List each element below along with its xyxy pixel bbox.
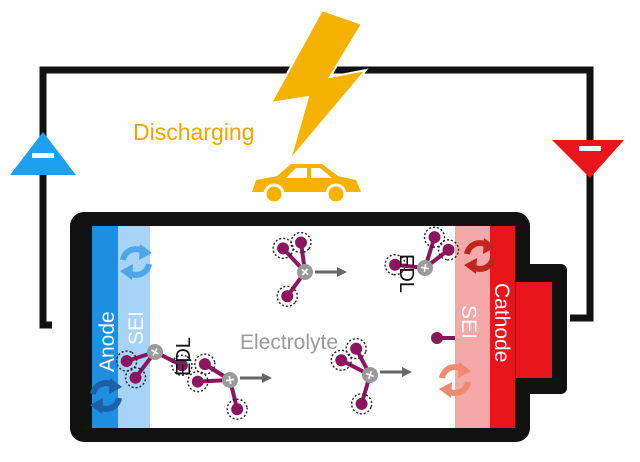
car-icon [252,164,361,205]
edl-right-label: EDL [395,254,417,293]
discharging-label: Discharging [133,119,254,145]
lightning-bolt-icon [269,8,369,161]
minus-terminal-left-icon [10,132,76,175]
battery-cell [70,212,567,442]
cathode-sei-label: SEI [457,305,480,339]
anode-electrode [92,226,118,428]
anode-label: Anode [96,311,119,372]
anode-sei-label: SEI [125,311,148,345]
minus-terminal-right-icon [552,140,624,178]
ion-satellite [431,332,455,344]
edl-left-label: EDL [173,337,195,376]
electrolyte-label: Electrolyte [240,331,338,354]
cathode-label: Cathode [490,283,513,362]
